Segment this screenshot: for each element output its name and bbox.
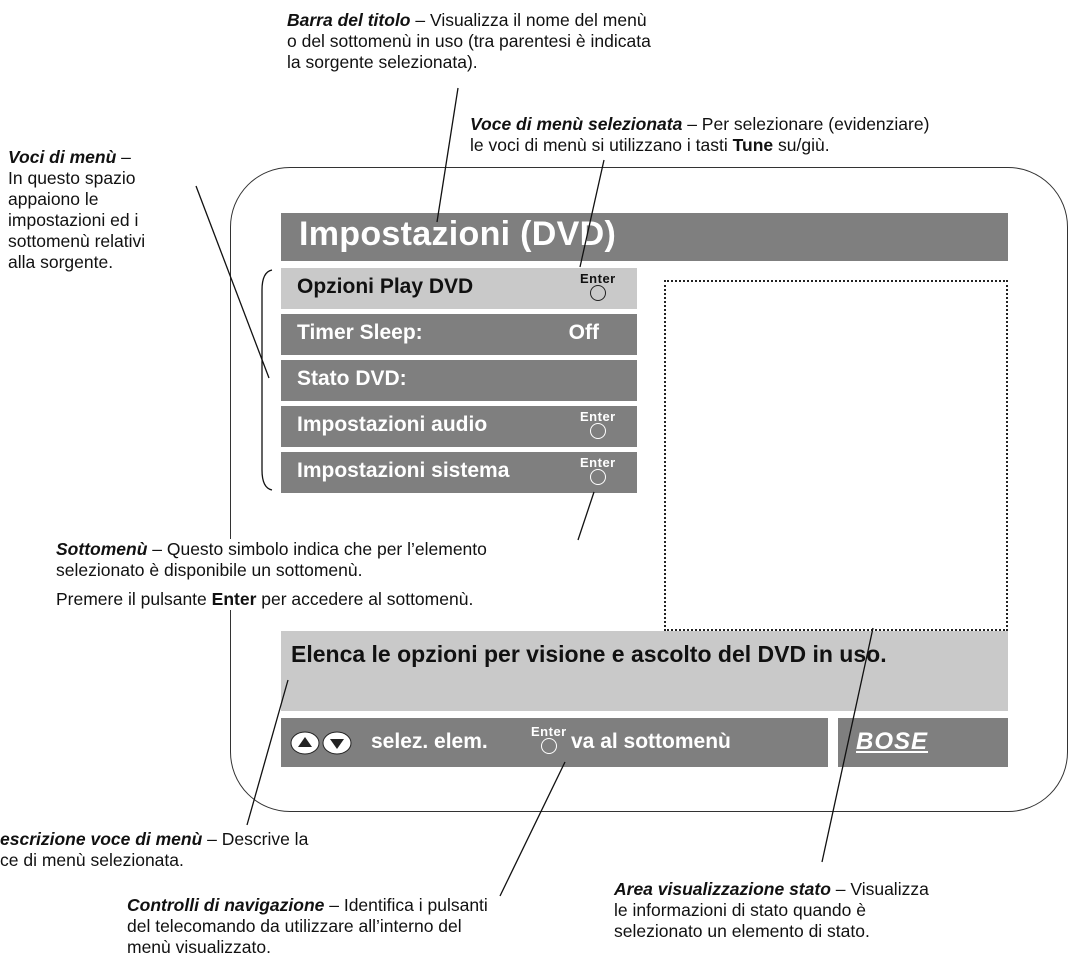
annotation-description: escrizione voce di menù – Descrive la ce… — [0, 829, 309, 870]
menu-item-label: Timer Sleep: — [297, 321, 423, 344]
menu-item-label: Opzioni Play DVD — [297, 275, 474, 298]
menu-item-impostazioni-sistema[interactable]: Impostazioni sistema Enter — [281, 452, 637, 493]
navigation-controls-bar: selez. elem. Enter va al sottomenù — [281, 718, 828, 767]
enter-icon: Enter — [529, 724, 571, 758]
menu-item-opzioni-play-dvd[interactable]: Opzioni Play DVD Enter — [281, 268, 637, 309]
menu-item-label: Impostazioni sistema — [297, 459, 510, 482]
enter-submenu-icon: Enter — [578, 271, 620, 305]
menu-item-stato-dvd[interactable]: Stato DVD: — [281, 360, 637, 401]
menu-item-impostazioni-audio[interactable]: Impostazioni audio Enter — [281, 406, 637, 447]
status-display-area — [664, 280, 1008, 631]
menu-item-value: Off — [568, 321, 599, 344]
menu-item-label: Impostazioni audio — [297, 413, 488, 436]
nav-select-label: selez. elem. — [371, 730, 488, 753]
annotation-menu-items: Voci di menù – In questo spazio appaiono… — [8, 147, 146, 272]
annotation-title-bar: Barra del titolo – Visualizza il nome de… — [287, 10, 651, 72]
annotation-navigation: Controlli di navigazione – Identifica i … — [127, 895, 488, 957]
annotation-submenu: Sottomenù – Questo simbolo indica che pe… — [56, 539, 487, 610]
bose-logo: BOSE — [856, 728, 929, 755]
menu-item-description: Elenca le opzioni per visione e ascolto … — [291, 641, 887, 667]
menu-title-bar: Impostazioni (DVD) — [281, 213, 1008, 261]
annotation-status-area: Area visualizzazione stato – Visualizza … — [614, 879, 929, 941]
bose-logo-box: BOSE — [838, 718, 1008, 767]
menu-item-description-bar: Elenca le opzioni per visione e ascolto … — [281, 631, 1008, 711]
annotation-selected-item: Voce di menù selezionata – Per seleziona… — [470, 114, 930, 155]
up-down-arrows-icon — [290, 731, 352, 755]
enter-submenu-icon: Enter — [578, 455, 620, 489]
nav-submenu-label: va al sottomenù — [571, 730, 731, 753]
menu-item-label: Stato DVD: — [297, 367, 407, 390]
menu-item-timer-sleep[interactable]: Timer Sleep: Off — [281, 314, 637, 355]
menu-title: Impostazioni (DVD) — [299, 215, 617, 253]
enter-submenu-icon: Enter — [578, 409, 620, 443]
